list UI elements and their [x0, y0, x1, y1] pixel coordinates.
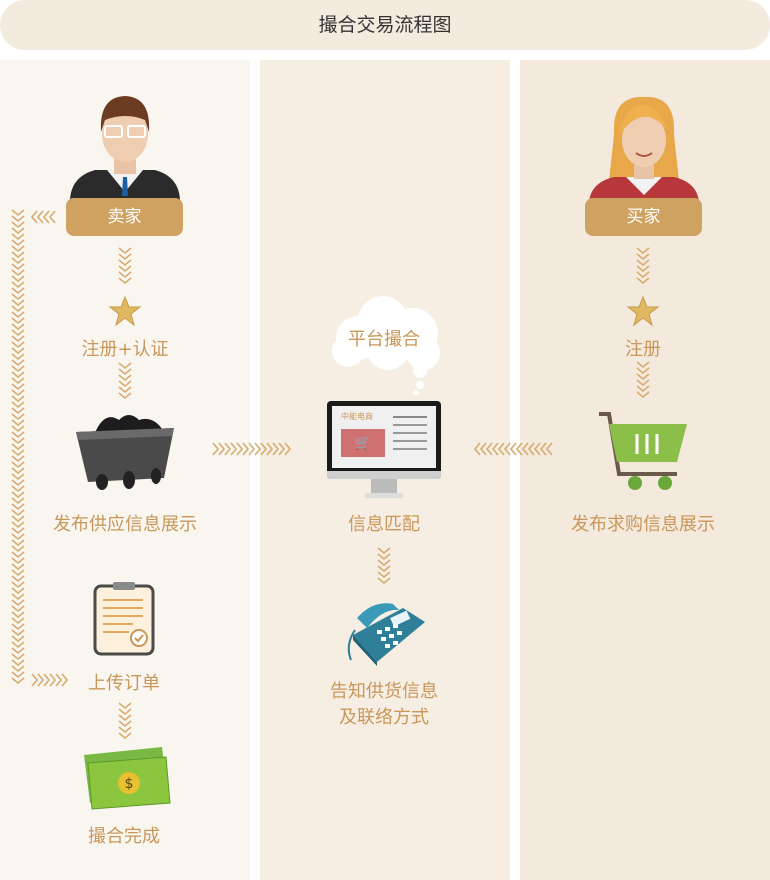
chevron-right-icon [31, 673, 69, 687]
seller-badge: 卖家 [66, 198, 183, 236]
chevron-right-icon [212, 442, 292, 456]
monitor-icon: 中能电商 🛒 [327, 401, 441, 498]
thought-cloud-icon [332, 296, 440, 396]
page-title: 撮合交易流程图 [0, 0, 770, 50]
step-register: 注册 [625, 339, 661, 360]
cart-screen-icon: 🛒 [341, 429, 385, 457]
coal-cart-icon [76, 415, 174, 490]
chevron-down-icon [118, 702, 132, 740]
buyer-badge: 买家 [585, 198, 702, 236]
seller-avatar-icon [70, 96, 180, 202]
chevron-down-icon [636, 361, 650, 399]
chevron-left-icon [30, 210, 56, 224]
star-icon [626, 295, 660, 327]
telephone-icon [347, 603, 425, 666]
money-icon: $ [84, 747, 171, 810]
step-notify-supply: 告知供货信息 [330, 681, 438, 702]
step-contact-method: 及联络方式 [339, 707, 429, 728]
cloud-label: 平台撮合 [348, 329, 420, 350]
monitor-brand: 中能电商 [341, 412, 373, 421]
chevron-left-icon [473, 442, 553, 456]
svg-text:$: $ [125, 776, 134, 792]
shopping-cart-icon [599, 412, 687, 490]
chevron-down-icon [118, 362, 132, 400]
chevron-down-icon [377, 547, 391, 585]
step-publish-demand: 发布求购信息展示 [571, 514, 715, 535]
step-publish-supply: 发布供应信息展示 [53, 514, 197, 535]
star-icon [108, 295, 142, 327]
step-upload-order: 上传订单 [88, 673, 160, 694]
step-info-match: 信息匹配 [348, 514, 420, 535]
buyer-avatar-icon [589, 96, 699, 205]
step-register-verify: 注册+认证 [81, 339, 169, 360]
feedback-chevron-line-icon [11, 209, 25, 685]
order-clipboard-icon [93, 582, 155, 656]
chevron-down-icon [118, 247, 132, 285]
chevron-down-icon [636, 247, 650, 285]
step-match-complete: 撮合完成 [88, 826, 160, 847]
